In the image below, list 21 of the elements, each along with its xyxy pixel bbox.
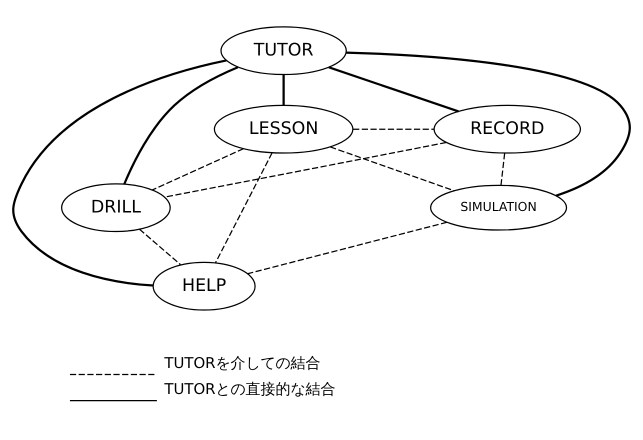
connector <box>12 59 227 287</box>
connector <box>152 148 244 190</box>
connector <box>139 228 181 265</box>
connector <box>330 146 454 192</box>
connector <box>328 66 459 112</box>
connector <box>500 153 506 186</box>
connector <box>247 222 448 274</box>
node-ellipse: HELP <box>152 262 256 311</box>
node-ellipse: TUTOR <box>220 26 347 76</box>
legend-label: TUTORとの直接的な結合 <box>164 380 336 398</box>
node-ellipse: RECORD <box>434 104 582 154</box>
connector <box>123 66 238 185</box>
connector <box>164 142 446 198</box>
legend-label: TUTORを介しての結合 <box>164 354 321 372</box>
connector <box>214 152 273 264</box>
node-ellipse: LESSON <box>214 104 354 154</box>
connector <box>282 74 285 106</box>
connector <box>353 128 434 130</box>
node-ellipse: SIMULATION <box>430 184 568 231</box>
node-ellipse: DRILL <box>61 183 171 232</box>
connector <box>346 51 631 197</box>
